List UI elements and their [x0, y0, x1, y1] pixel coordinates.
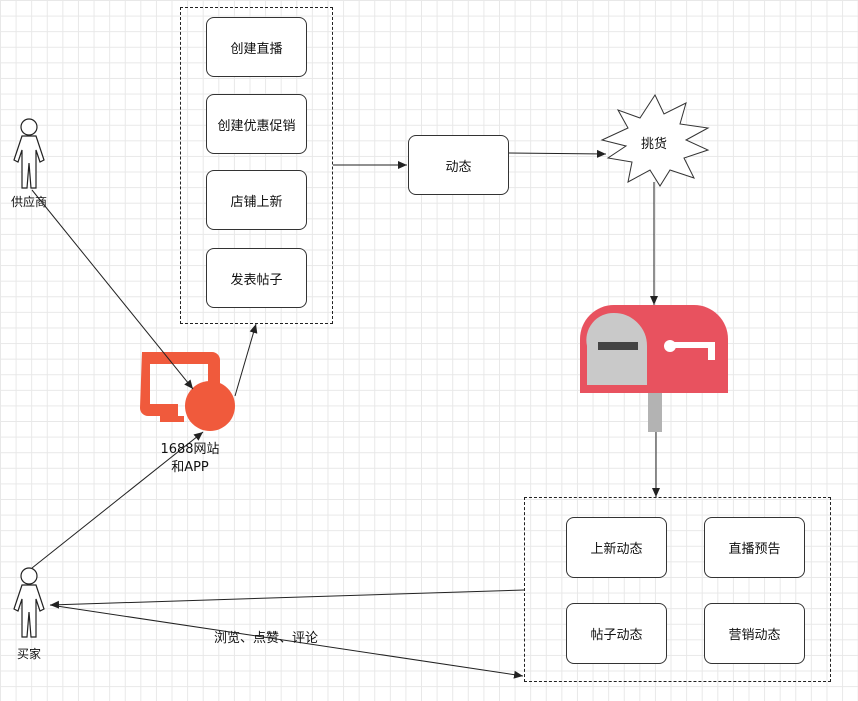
platform-label-line1: 1688网站 — [160, 442, 220, 457]
edge-label-interactions: 浏览、点赞、评论 — [214, 631, 319, 646]
buyer-person-icon — [13, 567, 45, 638]
edge-feed-selection — [508, 149, 607, 158]
feed-live-preview[interactable]: 直播预告 — [704, 517, 805, 578]
feed-box[interactable]: 动态 — [408, 135, 509, 195]
selection-label: 挑货 — [640, 137, 667, 152]
starburst-icon — [600, 93, 710, 187]
supplier-person-icon — [13, 118, 45, 189]
buyer-label: 买家 — [16, 647, 41, 661]
computer-icon — [140, 352, 235, 431]
feed-posts[interactable]: 帖子动态 — [566, 603, 667, 664]
action-new-listing[interactable]: 店铺上新 — [206, 170, 307, 230]
edge-supplier-platform — [31, 189, 194, 390]
edge-buyer-platform — [31, 431, 204, 569]
feed-new-listings[interactable]: 上新动态 — [566, 517, 667, 578]
edge-platform-actions — [234, 323, 258, 397]
supplier-label: 供应商 — [10, 195, 47, 209]
action-create-live[interactable]: 创建直播 — [206, 17, 307, 77]
edge-feeds-buyer — [49, 589, 525, 609]
action-publish-post[interactable]: 发表帖子 — [206, 248, 307, 308]
platform-label-line2: 和APP — [171, 460, 209, 475]
supplier-actions-container — [180, 7, 333, 324]
edge-buyer-feeds — [49, 604, 524, 679]
mailbox-icon — [580, 305, 728, 432]
feed-marketing[interactable]: 营销动态 — [704, 603, 805, 664]
action-create-promotion[interactable]: 创建优惠促销 — [206, 94, 307, 154]
buyer-feeds-container — [524, 497, 831, 682]
